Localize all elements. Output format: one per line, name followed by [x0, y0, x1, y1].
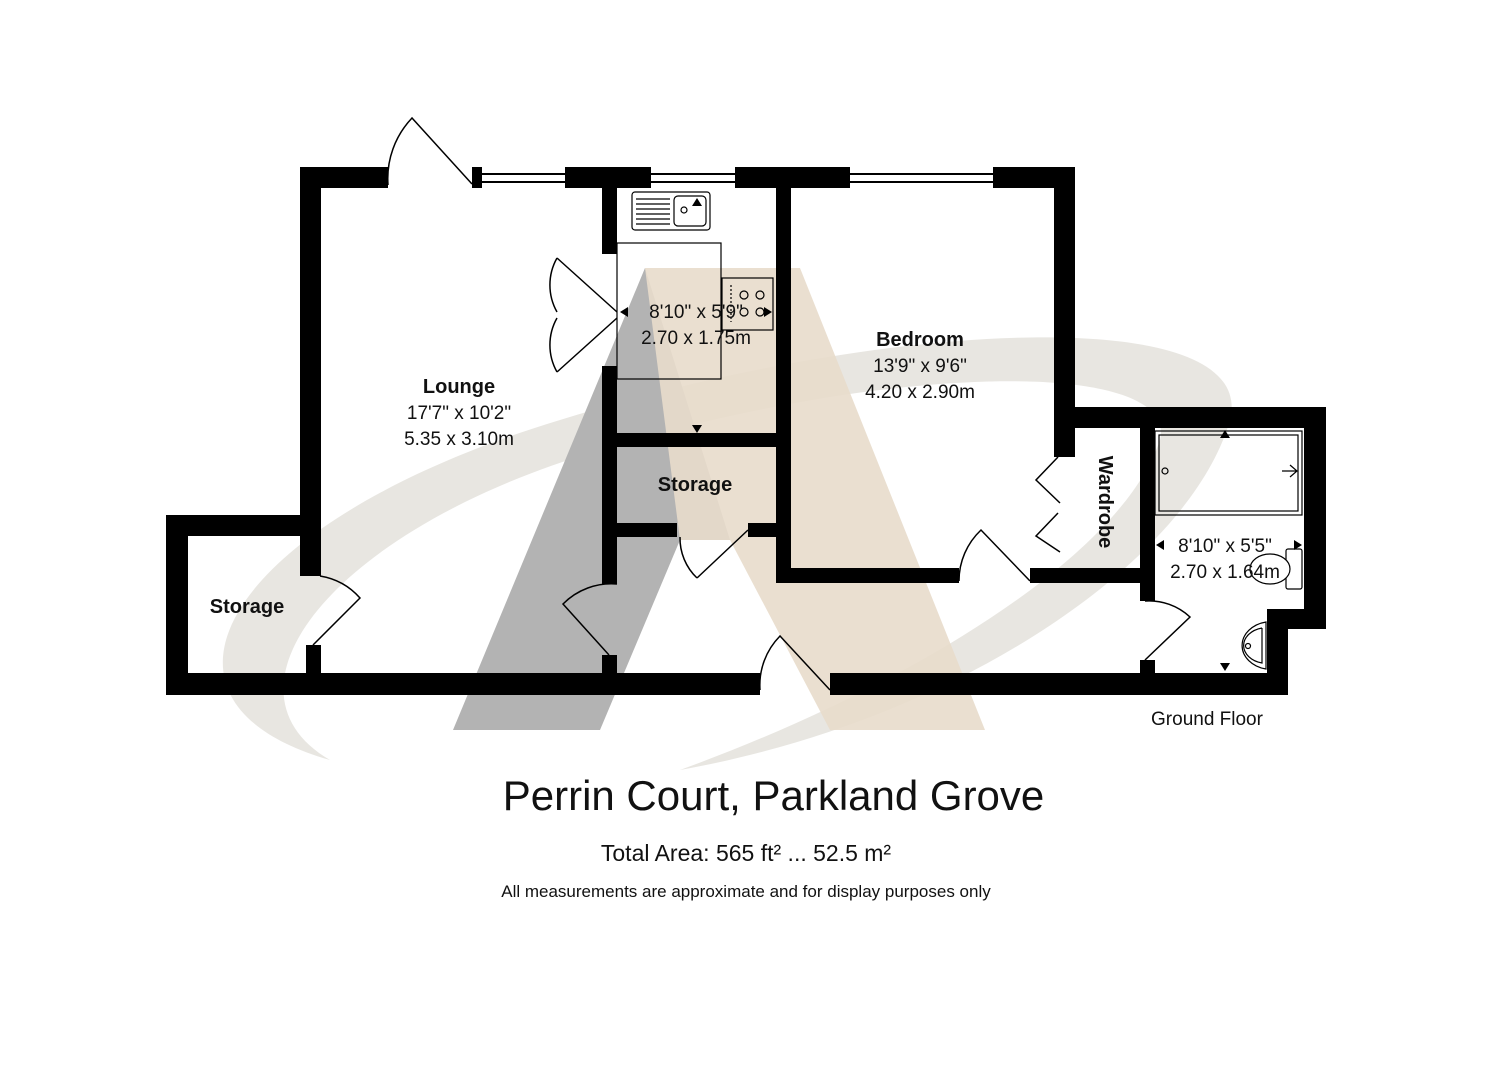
lounge-imperial: 17'7" x 10'2" — [407, 403, 511, 424]
kitchen-counter — [616, 242, 722, 380]
watermark-swoosh — [222, 337, 1232, 770]
bedroom-door-swing — [958, 528, 1031, 582]
disclaimer: All measurements are approximate and for… — [501, 882, 991, 901]
room-labels: Lounge 17'7" x 10'2" 5.35 x 3.10m 8'10" … — [210, 302, 1280, 730]
lounge-name: Lounge — [423, 376, 495, 398]
shower-tray — [1154, 430, 1303, 516]
basin — [1241, 621, 1267, 670]
wardrobe-door-swing — [1034, 456, 1061, 553]
lounge-metric: 5.35 x 3.10m — [404, 429, 514, 450]
storage-center-door-swing — [679, 529, 749, 579]
kitchen-fixtures — [616, 191, 774, 380]
bedroom-name: Bedroom — [876, 329, 964, 351]
storage-left-name: Storage — [210, 596, 284, 618]
floor-label: Ground Floor — [1151, 709, 1264, 730]
hall-door-swing — [561, 583, 618, 656]
entrance-door-swing — [759, 634, 831, 691]
sink — [631, 191, 711, 231]
watermark-a-right — [645, 268, 985, 730]
wardrobe-name: Wardrobe — [1094, 456, 1116, 549]
sink-bowl — [673, 195, 707, 227]
kitchen-metric: 2.70 x 1.75m — [641, 328, 751, 349]
toilet-bowl — [1249, 553, 1291, 585]
property-title: Perrin Court, Parkland Grove — [502, 772, 1045, 819]
dimension-arrows — [620, 198, 1302, 671]
bathroom-metric: 2.70 x 1.64m — [1170, 562, 1280, 583]
front-door-swing — [387, 116, 473, 186]
watermark-logo — [222, 268, 1232, 770]
storage-left-door-swing — [312, 575, 362, 646]
bedroom-metric: 4.20 x 2.90m — [865, 382, 975, 403]
storage-center-name: Storage — [658, 474, 732, 496]
hob — [721, 277, 774, 331]
bathroom-imperial: 8'10" x 5'5" — [1178, 536, 1272, 557]
bathroom-fixtures — [1154, 430, 1303, 670]
bath-door-swing — [1144, 600, 1192, 661]
total-area: Total Area: 565 ft² ... 52.5 m² — [600, 840, 892, 866]
door-swings — [312, 116, 1192, 691]
walls — [166, 167, 1326, 695]
bedroom-imperial: 13'9" x 9'6" — [873, 356, 967, 377]
kitchen-imperial: 8'10" x 5'9" — [649, 302, 743, 323]
kitchen-doors-swing — [549, 257, 618, 373]
